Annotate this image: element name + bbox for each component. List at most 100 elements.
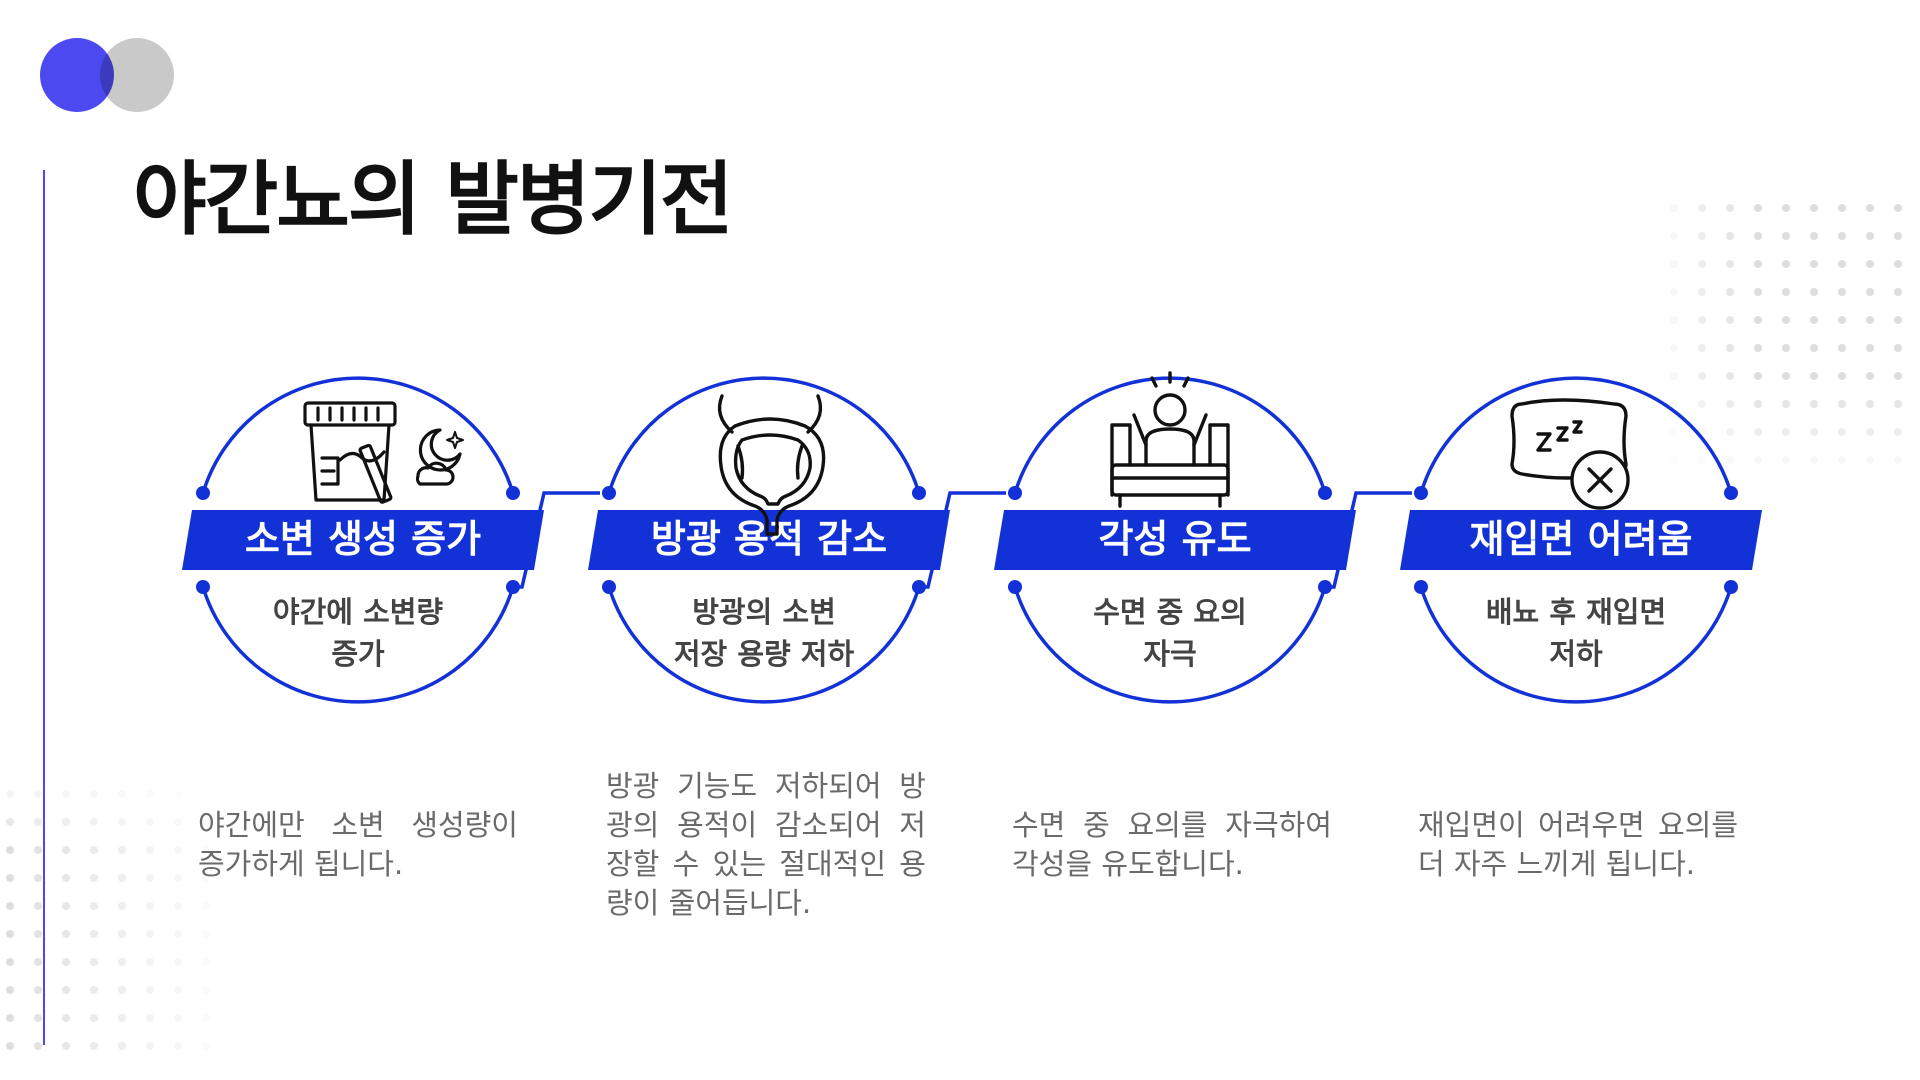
step-arc-bottom [1419, 586, 1733, 704]
pattern-dot [1838, 288, 1846, 296]
dot-pattern-left [6, 790, 210, 1050]
pattern-dot [202, 874, 210, 882]
pattern-dot [1866, 288, 1874, 296]
pattern-dot [118, 930, 126, 938]
pattern-dot [90, 902, 98, 910]
pattern-dot [118, 958, 126, 966]
pattern-dot [1754, 232, 1762, 240]
step-arc-top [607, 376, 921, 494]
pattern-dot [1810, 204, 1818, 212]
pattern-dot [90, 790, 98, 798]
pattern-dot [6, 818, 14, 826]
pattern-dot [6, 958, 14, 966]
page-title: 야간뇨의 발병기전 [133, 153, 734, 246]
pattern-dot [1866, 428, 1874, 436]
pattern-dot [6, 986, 14, 994]
pattern-dot [1866, 372, 1874, 380]
step-arc-bottom [201, 586, 515, 704]
pattern-dot [1782, 316, 1790, 324]
pattern-dot [146, 958, 154, 966]
pattern-dot [1810, 428, 1818, 436]
pattern-dot [34, 958, 42, 966]
pattern-dot [1782, 260, 1790, 268]
pattern-dot [1810, 456, 1818, 464]
pattern-dot [1810, 232, 1818, 240]
pattern-dot [118, 790, 126, 798]
pattern-dot [1698, 204, 1706, 212]
pattern-dot [1782, 344, 1790, 352]
pattern-dot [34, 1042, 42, 1050]
pattern-dot [1670, 316, 1678, 324]
pattern-dot [62, 790, 70, 798]
arc-end-dot [602, 486, 616, 500]
pattern-dot [1754, 260, 1762, 268]
pattern-dot [1838, 232, 1846, 240]
pattern-dot [146, 930, 154, 938]
accent-line [43, 170, 45, 1045]
pattern-dot [1698, 260, 1706, 268]
pattern-dot [146, 846, 154, 854]
pattern-dot [146, 790, 154, 798]
pattern-dot [1838, 260, 1846, 268]
pattern-dot [1698, 400, 1706, 408]
pattern-dot [1726, 372, 1734, 380]
pattern-dot [6, 790, 14, 798]
dot-pattern-right [1670, 204, 1902, 464]
pattern-dot [118, 1014, 126, 1022]
pattern-dot [34, 846, 42, 854]
pattern-dot [90, 846, 98, 854]
pattern-dot [62, 874, 70, 882]
pattern-dot [1894, 400, 1902, 408]
pattern-dot [1894, 288, 1902, 296]
pattern-dot [1726, 204, 1734, 212]
step-sub-text: 자극 [1143, 637, 1196, 671]
arc-end-dot [506, 486, 520, 500]
pattern-dot [174, 874, 182, 882]
pattern-dot [1670, 344, 1678, 352]
step-arc-bottom [607, 586, 921, 704]
pattern-dot [62, 846, 70, 854]
step-label: 각성 유도 [1098, 517, 1251, 561]
pattern-dot [1866, 344, 1874, 352]
pattern-dot [1838, 428, 1846, 436]
pattern-dot [1866, 260, 1874, 268]
pattern-dot [1754, 204, 1762, 212]
pattern-dot [1698, 456, 1706, 464]
pattern-dot [1670, 204, 1678, 212]
logo [40, 38, 180, 116]
step-sub-text: 배뇨 후 재입면 [1486, 595, 1666, 629]
pattern-dot [202, 818, 210, 826]
pattern-dot [1838, 204, 1846, 212]
step-sub-text: 방광의 소변 [692, 595, 836, 629]
pattern-dot [174, 930, 182, 938]
pattern-dot [62, 958, 70, 966]
pattern-dot [202, 846, 210, 854]
pattern-dot [1782, 456, 1790, 464]
arc-end-dot [1414, 486, 1428, 500]
pattern-dot [1866, 400, 1874, 408]
pattern-dot [6, 1014, 14, 1022]
step-sub-text: 증가 [331, 637, 385, 671]
pattern-dot [6, 930, 14, 938]
step-connector [1325, 491, 1412, 589]
step-label: 소변 생성 증가 [245, 517, 481, 561]
pattern-dot [1670, 260, 1678, 268]
step-label-band [588, 510, 950, 570]
pattern-dot [1782, 288, 1790, 296]
pattern-dot [1782, 204, 1790, 212]
pattern-dot [1670, 372, 1678, 380]
pattern-dot [174, 1014, 182, 1022]
pattern-dot [90, 1042, 98, 1050]
pattern-dot [1810, 288, 1818, 296]
step-sub-text: 야간에 소변량 [273, 595, 443, 629]
pattern-dot [1894, 232, 1902, 240]
pattern-dot [1726, 456, 1734, 464]
pattern-dot [1838, 456, 1846, 464]
step-description: 야간에만 소변 생성량이 증가하게 됩니다. [198, 808, 518, 881]
pattern-dot [146, 1042, 154, 1050]
pattern-dot [1838, 372, 1846, 380]
